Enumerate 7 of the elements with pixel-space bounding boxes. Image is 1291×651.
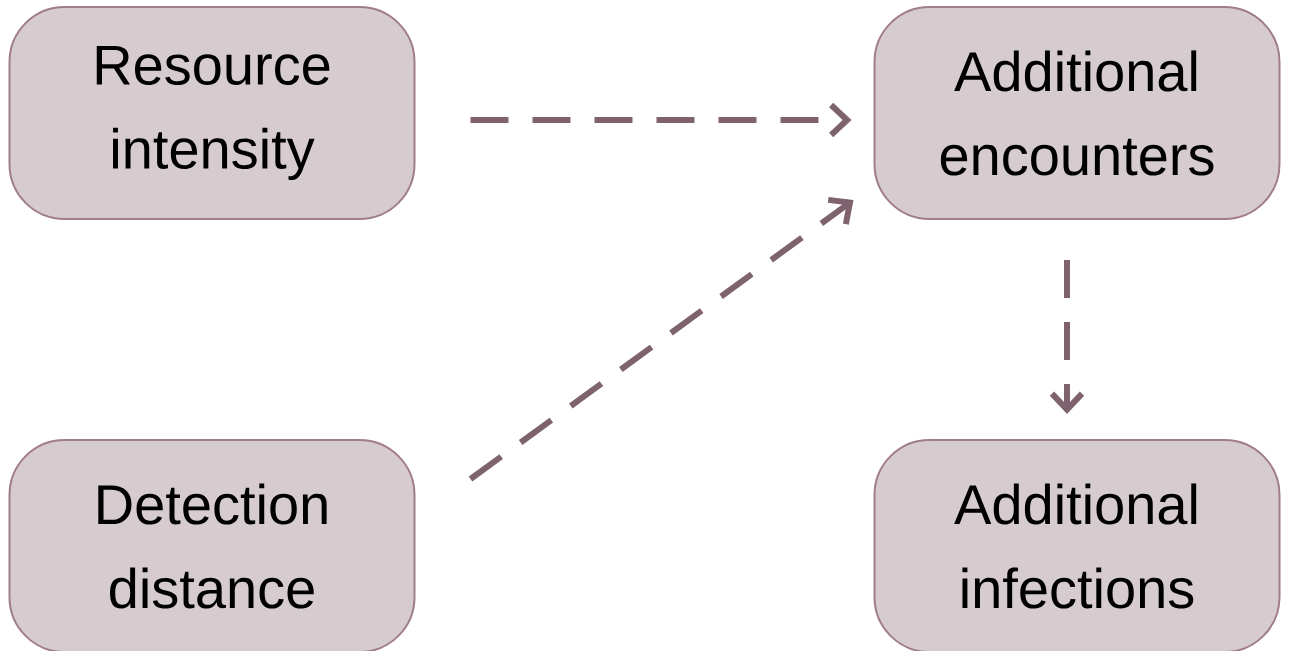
dashed-arrow — [468, 196, 854, 482]
rounded-box: Resource intensity — [8, 6, 416, 220]
rounded-box: Additional encounters — [873, 6, 1281, 220]
rounded-box: Additional infections — [873, 439, 1281, 651]
dashed-arrow — [1049, 260, 1085, 414]
rounded-box: Detection distance — [8, 439, 416, 651]
dashed-arrow — [470, 102, 852, 138]
